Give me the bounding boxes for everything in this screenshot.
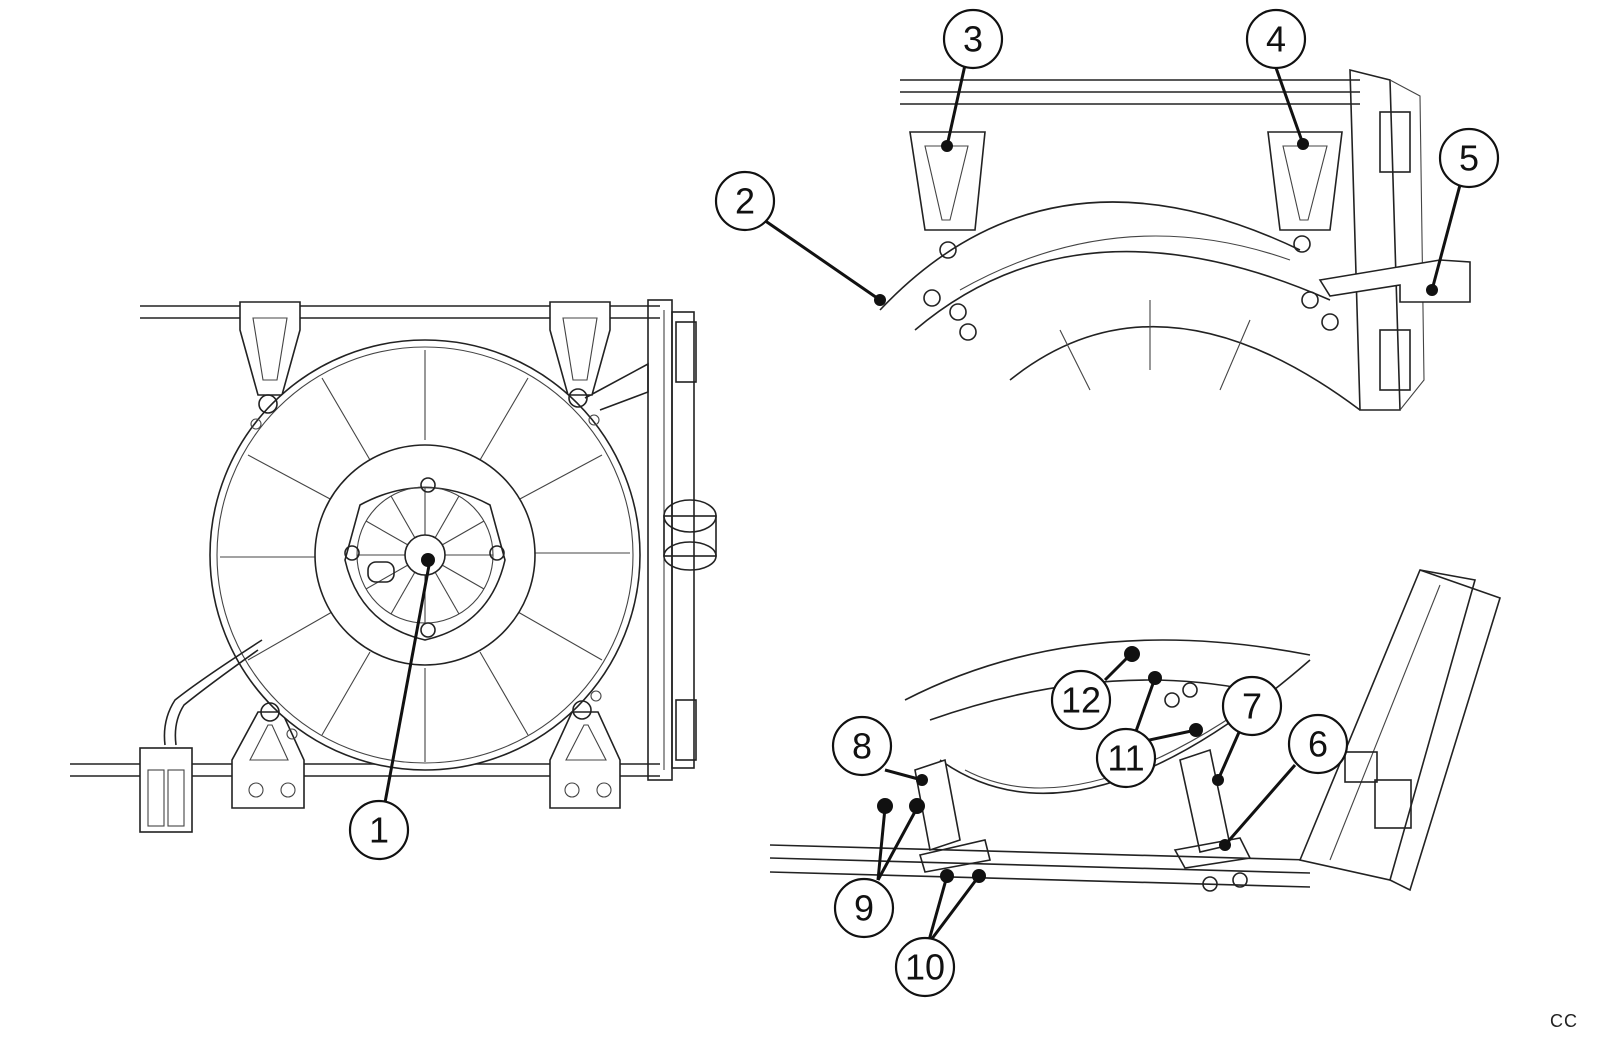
fan-radiator-front-view — [70, 299, 717, 833]
svg-text:8: 8 — [852, 726, 872, 767]
leader-7 — [1216, 729, 1242, 781]
callout-3: 3 — [942, 8, 1004, 70]
leader-11a — [1133, 677, 1157, 735]
callout-5: 5 — [1438, 127, 1500, 189]
leader-4 — [1273, 64, 1305, 145]
leader-9b — [876, 807, 919, 881]
leader-10a — [926, 875, 949, 945]
leader-2 — [763, 218, 881, 302]
leader-1 — [382, 559, 432, 809]
svg-text:6: 6 — [1308, 724, 1328, 765]
upper-mounting-detail — [879, 68, 1471, 411]
callout-9: 9 — [833, 877, 895, 939]
leader-8 — [884, 768, 923, 782]
callout-4: 4 — [1245, 8, 1307, 70]
svg-text:3: 3 — [963, 19, 983, 60]
callout-10: 10 — [894, 936, 956, 998]
leader-3 — [945, 64, 967, 147]
leader-12 — [1103, 653, 1132, 682]
svg-text:2: 2 — [735, 181, 755, 222]
leader-6 — [1223, 764, 1297, 846]
leader-lines — [382, 64, 1462, 945]
callout-7: 7 — [1221, 675, 1283, 737]
svg-text:1: 1 — [369, 810, 389, 851]
svg-text:12: 12 — [1061, 680, 1101, 721]
callout-2: 2 — [714, 170, 776, 232]
callout-8: 8 — [831, 715, 893, 777]
callout-12: 12 — [1050, 669, 1112, 731]
leader-5 — [1430, 184, 1462, 291]
svg-text:11: 11 — [1107, 738, 1144, 779]
svg-text:9: 9 — [854, 888, 874, 929]
leader-10b — [926, 875, 981, 945]
svg-text:4: 4 — [1266, 19, 1286, 60]
svg-text:5: 5 — [1459, 138, 1479, 179]
figure-code: CC — [1550, 1011, 1578, 1031]
svg-text:7: 7 — [1242, 686, 1262, 727]
callout-11: 11 — [1095, 727, 1157, 789]
callout-6: 6 — [1287, 713, 1349, 775]
svg-text:10: 10 — [905, 947, 945, 988]
leader-9a — [876, 807, 887, 881]
callout-1: 1 — [348, 799, 410, 861]
